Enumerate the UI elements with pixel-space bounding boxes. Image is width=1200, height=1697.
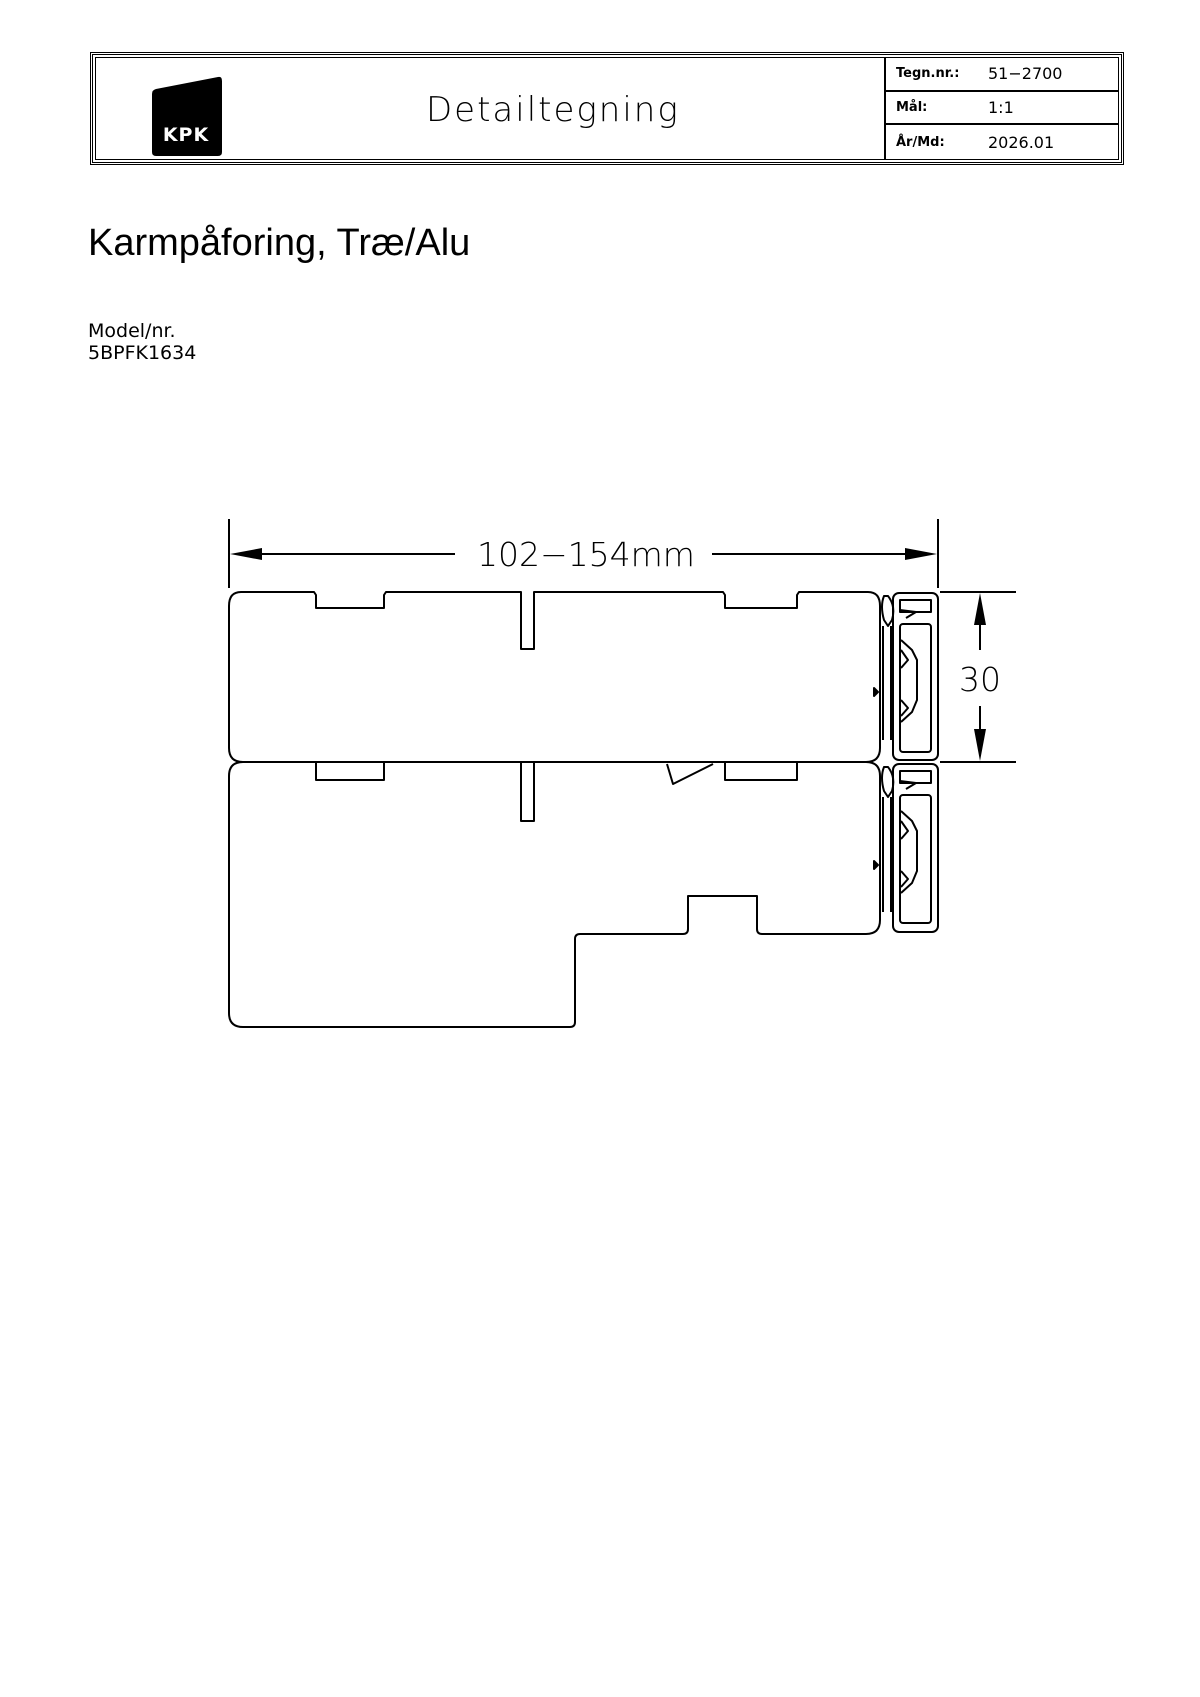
- model-label: Model/nr.: [88, 320, 176, 342]
- title-block: KPK Detailtegning Tegn.nr.: 51−2700 Mål:…: [90, 52, 1124, 165]
- height-dimension-label: 30: [959, 660, 1001, 699]
- lower-wood-profile: [228, 761, 881, 1028]
- meta-row-drawing-number: Tegn.nr.: 51−2700: [886, 58, 1118, 92]
- upper-alu-profile: [881, 592, 939, 761]
- height-dimension: [940, 591, 1016, 763]
- meta-label: Mål:: [896, 99, 928, 115]
- meta-row-scale: Mål: 1:1: [886, 92, 1118, 126]
- document-type: Detailtegning: [426, 90, 680, 130]
- meta-row-date: År/Md: 2026.01: [886, 125, 1118, 159]
- meta-label: Tegn.nr.:: [896, 66, 960, 82]
- meta-value: 51−2700: [988, 64, 1063, 84]
- title-block-meta: Tegn.nr.: 51−2700 Mål: 1:1 År/Md: 2026.0…: [884, 58, 1118, 159]
- logo-text: KPK: [162, 124, 210, 146]
- title-block-inner: KPK Detailtegning Tegn.nr.: 51−2700 Mål:…: [95, 57, 1119, 160]
- meta-value: 1:1: [988, 97, 1014, 117]
- logo-shape-icon: [152, 76, 222, 156]
- upper-wood-profile: [228, 591, 881, 763]
- page-title: Karmpåforing, Træ/Alu: [88, 222, 471, 264]
- width-dimension: [228, 519, 939, 588]
- model-info: Model/nr. 5BPFK1634: [88, 320, 196, 364]
- width-dimension-label: 102−154mm: [477, 535, 695, 574]
- meta-label: År/Md:: [896, 134, 945, 150]
- model-number: 5BPFK1634: [88, 342, 197, 364]
- technical-drawing: 102−154mm 30: [228, 519, 1016, 1028]
- kpk-logo: KPK: [148, 76, 224, 156]
- meta-value: 2026.01: [988, 132, 1055, 152]
- lower-alu-profile: [881, 763, 939, 933]
